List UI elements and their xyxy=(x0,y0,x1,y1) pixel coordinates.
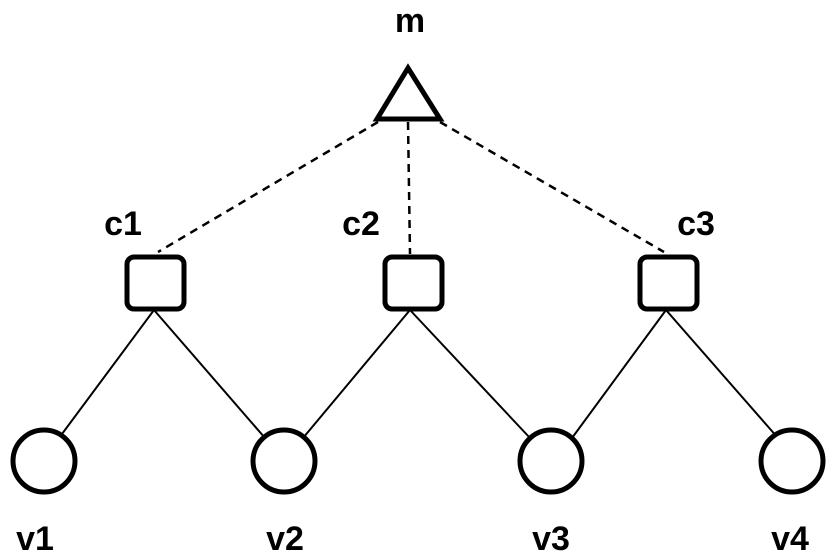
edge-m-c1 xyxy=(157,120,379,254)
node-v2-circle xyxy=(250,427,318,495)
label-v4: v4 xyxy=(771,520,809,558)
edge-c2-v3 xyxy=(409,309,531,439)
node-m-triangle xyxy=(372,63,445,122)
label-v3: v3 xyxy=(532,520,570,558)
edge-c1-v1 xyxy=(58,309,155,439)
edge-c3-v3 xyxy=(571,309,667,439)
edge-c2-v2 xyxy=(302,309,411,439)
label-v1: v1 xyxy=(16,520,54,558)
label-c1: c1 xyxy=(104,205,142,243)
node-v4-circle xyxy=(758,427,826,495)
edge-m-c3 xyxy=(439,120,665,254)
label-c3: c3 xyxy=(677,205,715,243)
node-v1-circle xyxy=(10,427,78,495)
node-v3-circle xyxy=(517,427,585,495)
label-v2: v2 xyxy=(266,520,304,558)
label-m: m xyxy=(395,2,425,40)
label-c2: c2 xyxy=(342,205,380,243)
edge-c1-v2 xyxy=(153,309,266,439)
node-c1-square xyxy=(124,254,187,312)
edge-c3-v4 xyxy=(665,309,779,439)
edge-m-c2 xyxy=(406,121,412,255)
node-c2-square xyxy=(382,254,445,312)
node-c3-square xyxy=(637,254,700,312)
